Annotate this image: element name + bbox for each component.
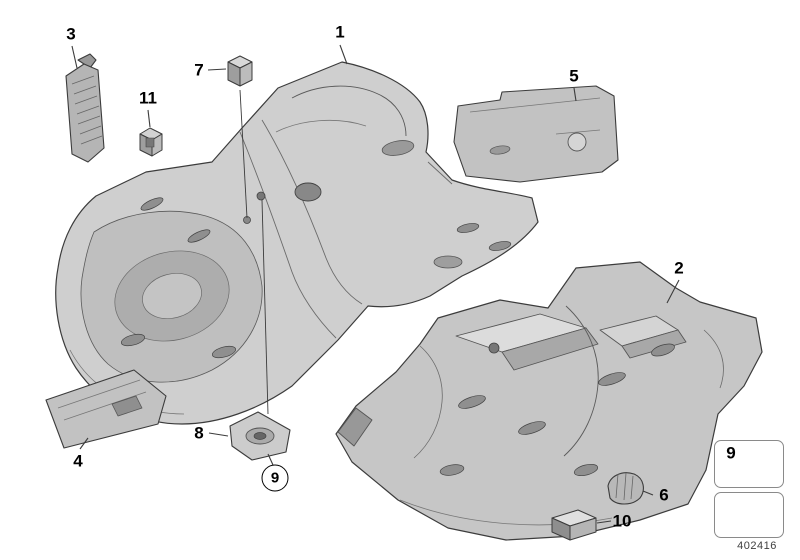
callout-5[interactable]: 5 bbox=[569, 66, 579, 86]
callout-4[interactable]: 4 bbox=[73, 451, 83, 471]
callout-8[interactable]: 8 bbox=[194, 423, 204, 443]
part-1-front-carpet-shape bbox=[55, 61, 539, 425]
callout-9[interactable]: 9 bbox=[261, 464, 289, 492]
callout-3[interactable]: 3 bbox=[66, 24, 76, 44]
callout-2[interactable]: 2 bbox=[674, 258, 684, 278]
drawing-number: 402416 bbox=[737, 540, 777, 552]
callout-1[interactable]: 1 bbox=[335, 22, 345, 42]
callout-7[interactable]: 7 bbox=[194, 60, 204, 80]
callout-11[interactable]: 11 bbox=[139, 88, 157, 108]
part-2-rear-carpet-shape bbox=[335, 261, 763, 541]
part-8-grommet-plate-shape bbox=[229, 411, 291, 461]
callout-10[interactable]: 10 bbox=[612, 511, 632, 531]
part-7-clip-shape bbox=[227, 55, 253, 87]
part-5-mat-shape bbox=[453, 85, 619, 183]
leader-lines bbox=[71, 44, 680, 524]
cross-reference-nav-box[interactable] bbox=[714, 492, 784, 538]
part-6-cap-shape bbox=[607, 472, 644, 505]
part-11-clip-shape bbox=[139, 127, 163, 157]
callout-6[interactable]: 6 bbox=[659, 485, 669, 505]
inset-callout-9[interactable]: 9 bbox=[726, 443, 736, 463]
inset-part-box bbox=[714, 440, 784, 488]
part-10-foam-block-shape bbox=[551, 509, 597, 541]
part-3-pedal-pad-shape bbox=[65, 53, 105, 163]
part-4-mat-shape bbox=[45, 369, 167, 449]
